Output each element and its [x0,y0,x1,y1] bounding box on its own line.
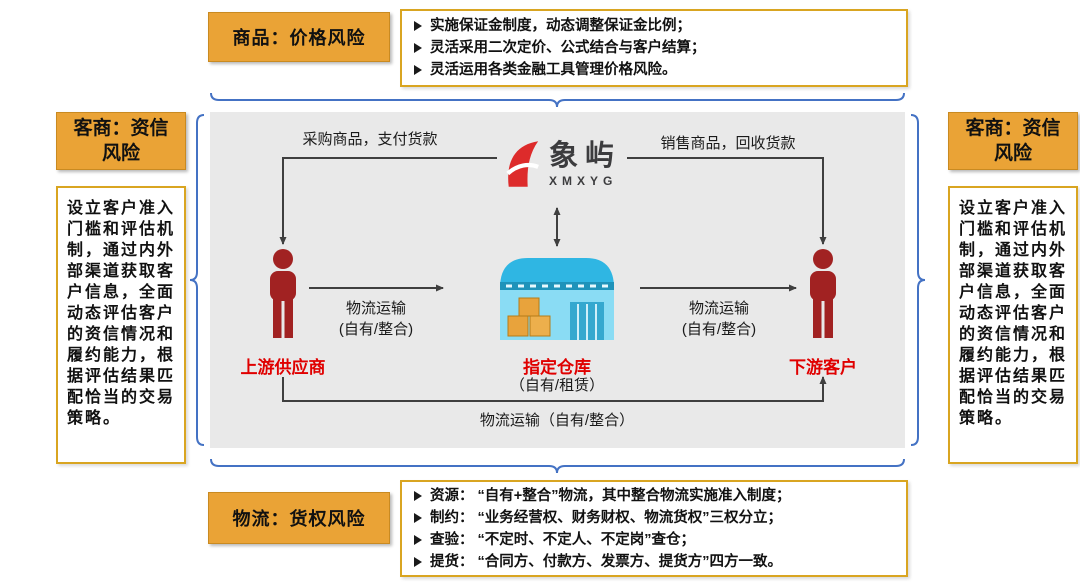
price-risk-bullet-list: 实施保证金制度，动态调整保证金比例； 灵活采用二次定价、公式结合与客户结算； 灵… [402,11,906,85]
credit-risk-body-box-left: 设立客户准入门槛和评估机制，通过内外部渠道获取客户信息，全面动态评估客户的资信情… [56,186,186,464]
logistics-risk-measures-box: 资源： “自有+整合”物流，其中整合物流实施准入制度； 制约： “业务经营权、财… [400,480,908,577]
logistics-bottom-label: 物流运输（自有/整合） [479,412,635,429]
bullet-item: 提货： “合同方、付款方、发票方、提货方”四方一致。 [414,551,894,573]
bullet-text: 灵活采用二次定价、公式结合与客户结算； [430,40,706,56]
arrow-sales-flow [627,157,827,245]
logo-cn-text: 象屿 [548,140,621,172]
bullet-item: 资源： “自有+整合”物流，其中整合物流实施准入制度； [414,485,894,507]
logistics-right-label: 物流运输 (自有/整合) [649,298,789,340]
bullet-item: 实施保证金制度，动态调整保证金比例； [414,15,894,37]
logistics-risk-label-box: 物流：货权风险 [208,492,390,544]
warehouse-icon [500,258,614,340]
warehouse-label: 指定仓库 [523,358,591,377]
xiangyu-logo-text: 象屿 XMXYG [549,140,621,188]
arrow-bullet-icon [414,490,422,501]
bullet-item: 灵活采用二次定价、公式结合与客户结算； [414,37,894,59]
xiangyu-logo-icon [506,141,539,187]
supplier-label: 上游供应商 [240,358,326,377]
logistics-risk-bullet-list: 资源： “自有+整合”物流，其中整合物流实施准入制度； 制约： “业务经营权、财… [402,482,906,575]
price-risk-label-box: 商品：价格风险 [208,12,390,62]
logistics-left-line1: 物流运输 [345,300,406,317]
logo-en-text: XMXYG [548,174,618,188]
supplier-person-icon [270,249,296,338]
bullet-text: 查验： “不定时、不定人、不定岗”查仓； [430,531,696,548]
credit-risk-body: 设立客户准入门槛和评估机制，通过内外部渠道获取客户信息，全面动态评估客户的资信情… [67,200,176,427]
arrow-bullet-icon [414,43,422,53]
arrow-bullet-icon [414,556,422,567]
logistics-risk-label: 物流：货权风险 [232,509,366,529]
bullet-text: 实施保证金制度，动态调整保证金比例； [430,18,691,34]
xiangyu-logo: 象屿 XMXYG [497,128,627,200]
warehouse-note: （自有/租赁） [509,377,605,394]
flow-arrows-layer [279,157,827,402]
customer-label: 下游客户 [789,358,857,377]
brace-right [910,114,925,446]
brace-left [190,114,205,446]
credit-risk-body-box-right: 设立客户准入门槛和评估机制，通过内外部渠道获取客户信息，全面动态评估客户的资信情… [948,186,1078,464]
bullet-item: 制约： “业务经营权、财务财权、物流货权”三权分立； [414,507,894,529]
bullet-text: 灵活运用各类金融工具管理价格风险。 [430,62,677,78]
arrow-bullet-icon [414,21,422,31]
logistics-right-line1: 物流运输 [688,300,749,317]
credit-risk-label-box-left: 客商：资信风险 [56,112,186,170]
bullet-text: 资源： “自有+整合”物流，其中整合物流实施准入制度； [430,487,791,504]
credit-risk-label-box-right: 客商：资信风险 [948,112,1078,170]
price-risk-label: 商品：价格风险 [232,28,366,48]
credit-risk-label: 客商：资信风险 [965,118,1061,164]
price-risk-measures-box: 实施保证金制度，动态调整保证金比例； 灵活采用二次定价、公式结合与客户结算； 灵… [400,9,908,87]
bullet-text: 提货： “合同方、付款方、发票方、提货方”四方一致。 [430,553,783,570]
customer-person-icon [810,249,836,338]
logistics-right-line2: (自有/整合) [681,321,757,338]
bullet-item: 查验： “不定时、不定人、不定岗”查仓； [414,529,894,551]
logistics-left-label: 物流运输 (自有/整合) [306,298,446,340]
arrow-purchase-flow [279,157,497,245]
bullet-item: 灵活运用各类金融工具管理价格风险。 [414,59,894,81]
bullet-text: 制约： “业务经营权、财务财权、物流货权”三权分立； [430,509,783,526]
sales-flow-label: 销售商品，回收货款 [660,135,796,152]
credit-risk-label: 客商：资信风险 [73,118,169,164]
arrow-bullet-icon [414,534,422,545]
arrow-bullet-icon [414,65,422,75]
brace-bottom [210,458,905,474]
arrow-direct-logistics [282,376,827,402]
purchase-flow-label: 采购商品，支付货款 [302,131,438,148]
business-model-diagram: 象屿 XMXYG 采购商品，支付货款 销售商品，回收货款 物流运输 (自有/ [210,112,905,448]
logistics-left-line2: (自有/整合) [338,321,414,338]
arrow-bullet-icon [414,512,422,523]
credit-risk-body: 设立客户准入门槛和评估机制，通过内外部渠道获取客户信息，全面动态评估客户的资信情… [959,200,1068,427]
brace-top [210,92,905,108]
